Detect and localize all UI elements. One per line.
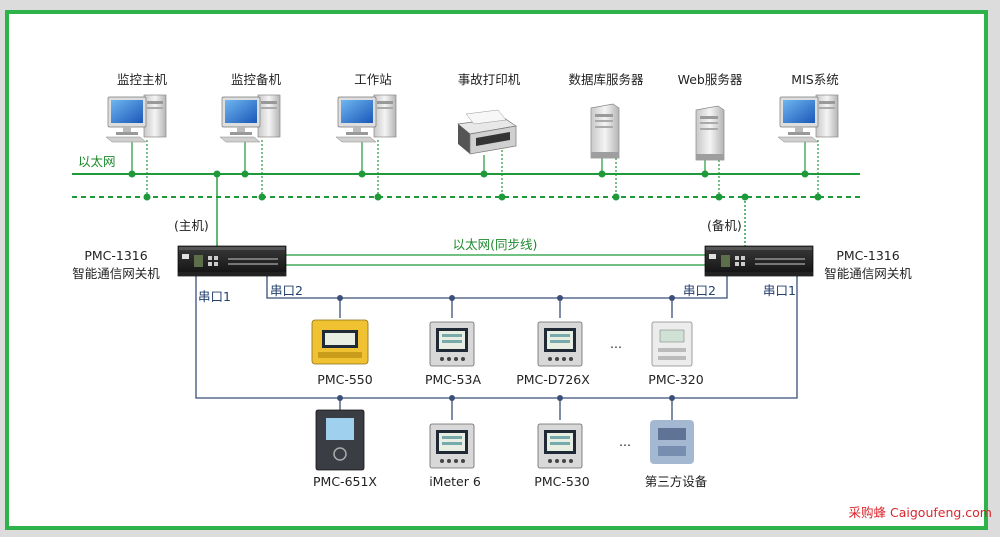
- label-monitor-main: 监控主机: [116, 72, 168, 87]
- gateway-backup-model: PMC-1316: [836, 248, 900, 263]
- meter-pmc-550-icon: [311, 319, 369, 365]
- gateway-main-name: 智能通信网关机: [72, 266, 160, 281]
- third-party-device-icon: [650, 420, 694, 464]
- ellipsis-row1: ...: [610, 336, 622, 351]
- printer-icon: [457, 109, 517, 155]
- label-workstation: 工作站: [354, 72, 392, 87]
- gateway-backup-icon: [704, 245, 814, 277]
- gateway-main-icon: [177, 245, 287, 277]
- ellipsis-row2: ...: [619, 434, 631, 449]
- pc-monitor-icon: [335, 94, 397, 143]
- label-db-server: 数据库服务器: [568, 72, 644, 87]
- meter-pmc-530-icon: [537, 423, 583, 469]
- ethernet-sync-label: 以太网(同步线): [452, 237, 538, 252]
- label-web-server: Web服务器: [677, 72, 743, 87]
- label-monitor-backup: 监控备机: [230, 72, 282, 87]
- meter-pmc-320-icon: [651, 321, 693, 367]
- pc-monitor-icon: [105, 94, 167, 143]
- meter-pmc-53a-icon: [429, 321, 475, 367]
- label-pmc-d726x: PMC-D726X: [516, 372, 590, 387]
- gateway-backup-port2: 串口2: [683, 283, 716, 298]
- label-imeter6: iMeter 6: [429, 474, 481, 489]
- gateway-main-port2: 串口2: [270, 283, 303, 298]
- gateway-main-role: (主机): [174, 218, 209, 233]
- watermark: 采购蜂 Caigoufeng.com: [848, 505, 992, 520]
- meter-pmc-d726x-icon: [537, 321, 583, 367]
- gateway-backup-port1: 串口1: [763, 283, 796, 298]
- label-third-party: 第三方设备: [644, 474, 708, 489]
- meter-imeter6-icon: [429, 423, 475, 469]
- meter-pmc-651x-icon: [315, 409, 365, 471]
- label-pmc-550: PMC-550: [317, 372, 373, 387]
- label-mis: MIS系统: [791, 72, 839, 87]
- gateway-main-port1: 串口1: [198, 289, 231, 304]
- server-tower-icon: [695, 105, 725, 161]
- label-printer: 事故打印机: [457, 72, 521, 87]
- label-pmc-53a: PMC-53A: [424, 372, 482, 387]
- gateway-backup-name: 智能通信网关机: [824, 266, 912, 281]
- gateway-backup-role: (备机): [707, 218, 742, 233]
- label-pmc-320: PMC-320: [648, 372, 704, 387]
- gateway-main-model: PMC-1316: [84, 248, 148, 263]
- pc-monitor-icon: [219, 94, 281, 143]
- label-pmc-530: PMC-530: [534, 474, 590, 489]
- pc-monitor-icon: [777, 94, 839, 143]
- label-pmc-651x: PMC-651X: [313, 474, 377, 489]
- server-tower-icon: [590, 103, 620, 159]
- ethernet-label: 以太网: [78, 154, 116, 169]
